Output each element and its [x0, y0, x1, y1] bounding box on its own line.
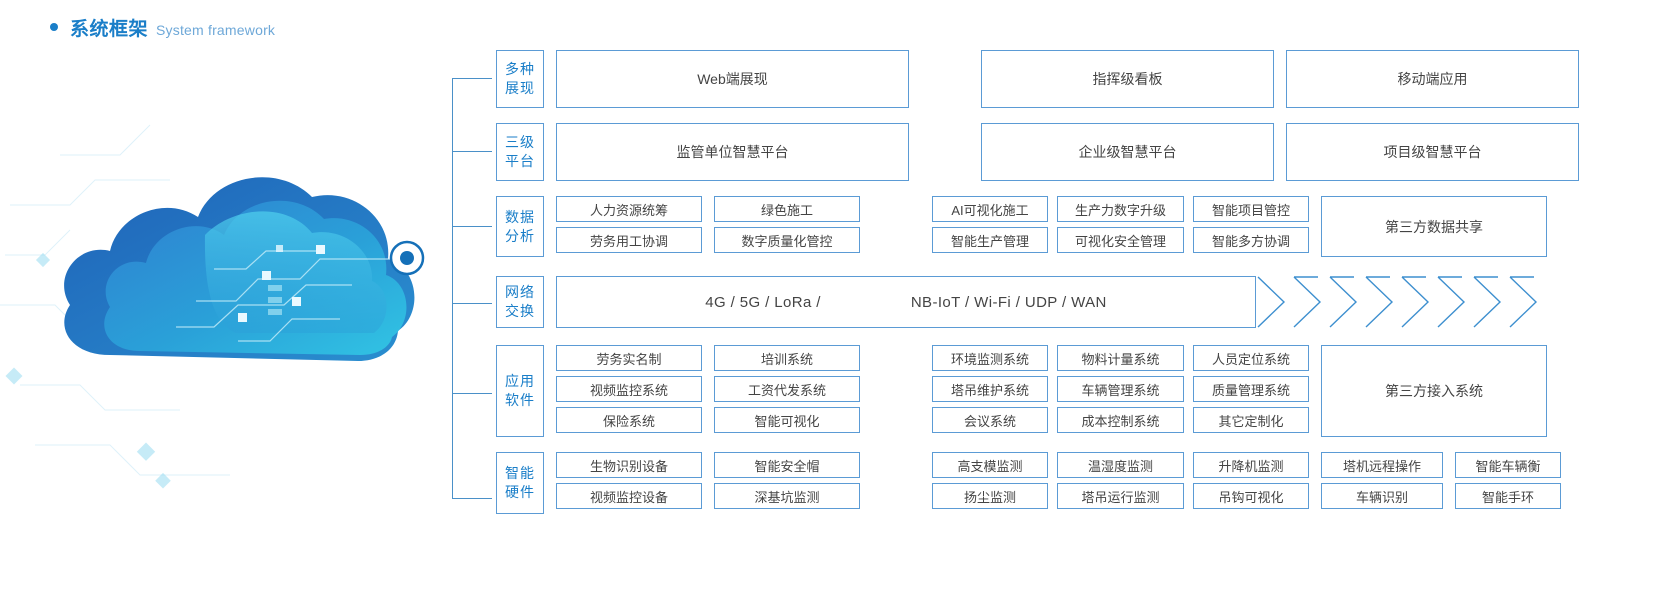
cell-training-system[interactable]: 培训系统 — [714, 345, 860, 371]
bullet-dot-icon — [50, 23, 58, 31]
cell-insurance-system[interactable]: 保险系统 — [556, 407, 702, 433]
row-label-application-software: 应用 软件 — [496, 345, 544, 437]
cell-crane-maintenance-system[interactable]: 塔吊维护系统 — [932, 376, 1048, 402]
app-software-left-group: 劳务实名制 培训系统 视频监控系统 工资代发系统 保险系统 智能可视化 — [556, 345, 860, 437]
cell-other-customization[interactable]: 其它定制化 — [1193, 407, 1309, 433]
cell-vehicle-mgmt-system[interactable]: 车辆管理系统 — [1057, 376, 1184, 402]
box-third-party-access-system[interactable]: 第三方接入系统 — [1321, 345, 1547, 437]
cell-deep-pit-monitoring[interactable]: 深基坑监测 — [714, 483, 860, 509]
page-title: 系统框架 System framework — [50, 14, 275, 41]
cell-video-surveillance-device[interactable]: 视频监控设备 — [556, 483, 702, 509]
cell-labor-realname[interactable]: 劳务实名制 — [556, 345, 702, 371]
cell-material-metering-system[interactable]: 物料计量系统 — [1057, 345, 1184, 371]
row-label-data-analysis: 数据 分析 — [496, 196, 544, 257]
cell-hoist-monitoring[interactable]: 升降机监测 — [1193, 452, 1309, 478]
cell-meeting-system[interactable]: 会议系统 — [932, 407, 1048, 433]
cell-labor-coordination[interactable]: 劳务用工协调 — [556, 227, 702, 253]
title-english: System framework — [156, 22, 276, 38]
cell-vehicle-recognition[interactable]: 车辆识别 — [1321, 483, 1443, 509]
network-text-1: 4G / 5G / LoRa / — [705, 293, 821, 311]
network-protocol-bar: 4G / 5G / LoRa / NB-IoT / Wi-Fi / UDP / … — [556, 276, 1256, 328]
row-label-line1: 多种 — [505, 61, 535, 77]
box-enterprise-platform[interactable]: 企业级智慧平台 — [981, 123, 1274, 181]
cell-visual-safety-mgmt[interactable]: 可视化安全管理 — [1057, 227, 1184, 253]
cell-digital-quality-control[interactable]: 数字质量化管控 — [714, 227, 860, 253]
row-smart-hardware: 智能 硬件 生物识别设备 智能安全帽 视频监控设备 深基坑监测 高支模监测 温湿… — [496, 452, 1666, 514]
cell-smart-wristband[interactable]: 智能手环 — [1455, 483, 1561, 509]
cell-green-construction[interactable]: 绿色施工 — [714, 196, 860, 222]
cell-high-formwork-monitoring[interactable]: 高支模监测 — [932, 452, 1048, 478]
cloud-network-illustration — [0, 55, 470, 525]
cell-productivity-upgrade[interactable]: 生产力数字升级 — [1057, 196, 1184, 222]
row-network-exchange: 网络 交换 4G / 5G / LoRa / NB-IoT / Wi-Fi / … — [496, 276, 1666, 328]
cell-payroll-system[interactable]: 工资代发系统 — [714, 376, 860, 402]
cell-crane-remote-operation[interactable]: 塔机远程操作 — [1321, 452, 1443, 478]
cell-smart-production-mgmt[interactable]: 智能生产管理 — [932, 227, 1048, 253]
cell-ai-visual-construction[interactable]: AI可视化施工 — [932, 196, 1048, 222]
cell-env-monitoring-system[interactable]: 环境监测系统 — [932, 345, 1048, 371]
row-label-line2: 交换 — [505, 303, 535, 319]
row-presentation: 多种 展现 Web端展现 指挥级看板 移动端应用 — [496, 50, 1656, 108]
cell-smart-vehicle-scale[interactable]: 智能车辆衡 — [1455, 452, 1561, 478]
cell-smart-project-control[interactable]: 智能项目管控 — [1193, 196, 1309, 222]
cell-temp-humidity-monitoring[interactable]: 温湿度监测 — [1057, 452, 1184, 478]
row-platform: 三级 平台 监管单位智慧平台 企业级智慧平台 项目级智慧平台 — [496, 123, 1656, 181]
smart-hardware-right-group: 高支模监测 温湿度监测 升降机监测 塔机远程操作 智能车辆衡 扬尘监测 塔吊运行… — [932, 452, 1561, 514]
row-label-smart-hardware: 智能 硬件 — [496, 452, 544, 514]
row-label-line2: 平台 — [505, 153, 535, 169]
row-label-network-exchange: 网络 交换 — [496, 276, 544, 328]
cell-video-surveillance-system[interactable]: 视频监控系统 — [556, 376, 702, 402]
row-label-line1: 三级 — [505, 134, 535, 150]
title-chinese: 系统框架 — [70, 19, 149, 40]
box-regulator-platform[interactable]: 监管单位智慧平台 — [556, 123, 909, 181]
box-project-platform[interactable]: 项目级智慧平台 — [1286, 123, 1579, 181]
row-application-software: 应用 软件 劳务实名制 培训系统 视频监控系统 工资代发系统 保险系统 智能可视… — [496, 345, 1666, 437]
box-web-display[interactable]: Web端展现 — [556, 50, 909, 108]
flow-chevrons — [1256, 276, 1673, 328]
cell-hr-planning[interactable]: 人力资源统筹 — [556, 196, 702, 222]
row-label-line1: 网络 — [505, 284, 535, 300]
cell-cost-control-system[interactable]: 成本控制系统 — [1057, 407, 1184, 433]
network-text-2: NB-IoT / Wi-Fi / UDP / WAN — [910, 293, 1107, 311]
row-label-line1: 智能 — [505, 465, 535, 481]
data-analysis-right-group: AI可视化施工 生产力数字升级 智能项目管控 智能生产管理 可视化安全管理 智能… — [932, 196, 1309, 257]
row-label-line1: 数据 — [505, 208, 535, 225]
row-label-line2: 分析 — [505, 227, 535, 244]
box-command-dashboard[interactable]: 指挥级看板 — [981, 50, 1274, 108]
row-label-line2: 展现 — [505, 80, 535, 96]
row-label-line1: 应用 — [505, 373, 535, 389]
row-label-platform: 三级 平台 — [496, 123, 544, 181]
row-label-line2: 硬件 — [505, 484, 535, 500]
cell-personnel-positioning-system[interactable]: 人员定位系统 — [1193, 345, 1309, 371]
cell-smart-helmet[interactable]: 智能安全帽 — [714, 452, 860, 478]
cell-crane-operation-monitoring[interactable]: 塔吊运行监测 — [1057, 483, 1184, 509]
data-analysis-left-group: 人力资源统筹 绿色施工 劳务用工协调 数字质量化管控 — [556, 196, 860, 257]
box-third-party-data-sharing[interactable]: 第三方数据共享 — [1321, 196, 1547, 257]
smart-hardware-left-group: 生物识别设备 智能安全帽 视频监控设备 深基坑监测 — [556, 452, 860, 514]
box-mobile-app[interactable]: 移动端应用 — [1286, 50, 1579, 108]
connector-rail — [452, 78, 492, 499]
cell-smart-visualization[interactable]: 智能可视化 — [714, 407, 860, 433]
cell-dust-monitoring[interactable]: 扬尘监测 — [932, 483, 1048, 509]
row-label-line2: 软件 — [505, 392, 535, 408]
cell-quality-mgmt-system[interactable]: 质量管理系统 — [1193, 376, 1309, 402]
row-data-analysis: 数据 分析 人力资源统筹 绿色施工 劳务用工协调 数字质量化管控 AI可视化施工… — [496, 196, 1666, 257]
app-software-right-group: 环境监测系统 物料计量系统 人员定位系统 塔吊维护系统 车辆管理系统 质量管理系… — [932, 345, 1309, 437]
cell-hook-visualization[interactable]: 吊钩可视化 — [1193, 483, 1309, 509]
row-label-presentation: 多种 展现 — [496, 50, 544, 108]
cell-smart-multiparty-coord[interactable]: 智能多方协调 — [1193, 227, 1309, 253]
cell-biometric-device[interactable]: 生物识别设备 — [556, 452, 702, 478]
